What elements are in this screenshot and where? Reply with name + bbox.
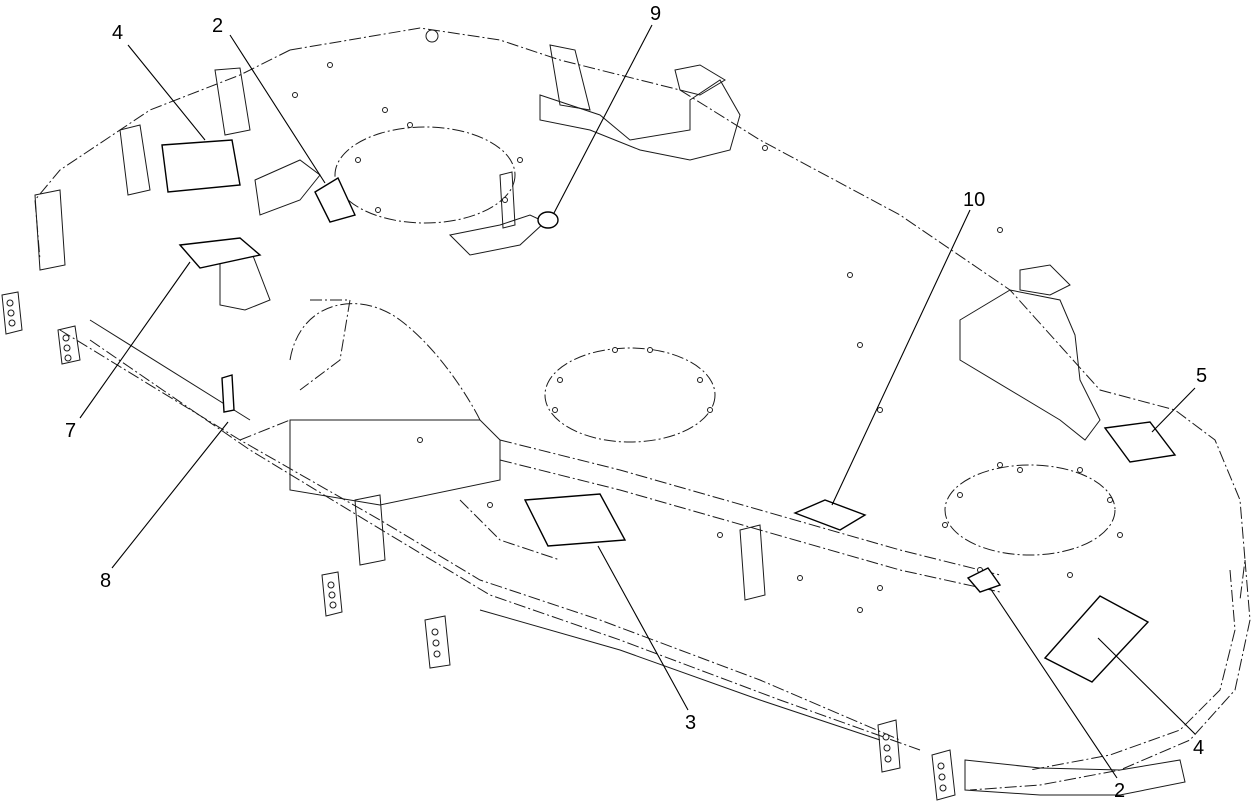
decal-item-10 [793, 499, 867, 531]
spindle-openings [289, 126, 1116, 556]
decal-item-7 [178, 237, 262, 269]
callout-label: 9 [650, 3, 661, 25]
callout-label: 3 [685, 712, 696, 734]
callout-label: 8 [100, 570, 111, 592]
callout-label: 2 [212, 15, 223, 37]
decal-item-3 [523, 493, 627, 547]
decal-item-9-ring [537, 211, 559, 229]
callout-label: 4 [112, 22, 123, 44]
callouts: 4 2 9 10 5 7 8 3 4 2 [65, 3, 1207, 802]
decal-item-4-front [1043, 595, 1150, 683]
bolt-holes [6, 29, 1123, 792]
callout-label: 4 [1193, 737, 1204, 759]
callout-label: 5 [1196, 365, 1207, 387]
leader-lines [79, 24, 1196, 779]
decal-item-8 [221, 374, 235, 413]
decals [161, 139, 1177, 683]
callout-label: 2 [1114, 780, 1125, 802]
decal-item-5 [1103, 421, 1177, 463]
callout-label: 10 [963, 189, 985, 211]
decal-item-2-rear [314, 176, 356, 223]
decal-item-2-front [966, 567, 1002, 593]
decal-item-4-rear [161, 139, 241, 193]
callout-label: 7 [65, 420, 76, 442]
